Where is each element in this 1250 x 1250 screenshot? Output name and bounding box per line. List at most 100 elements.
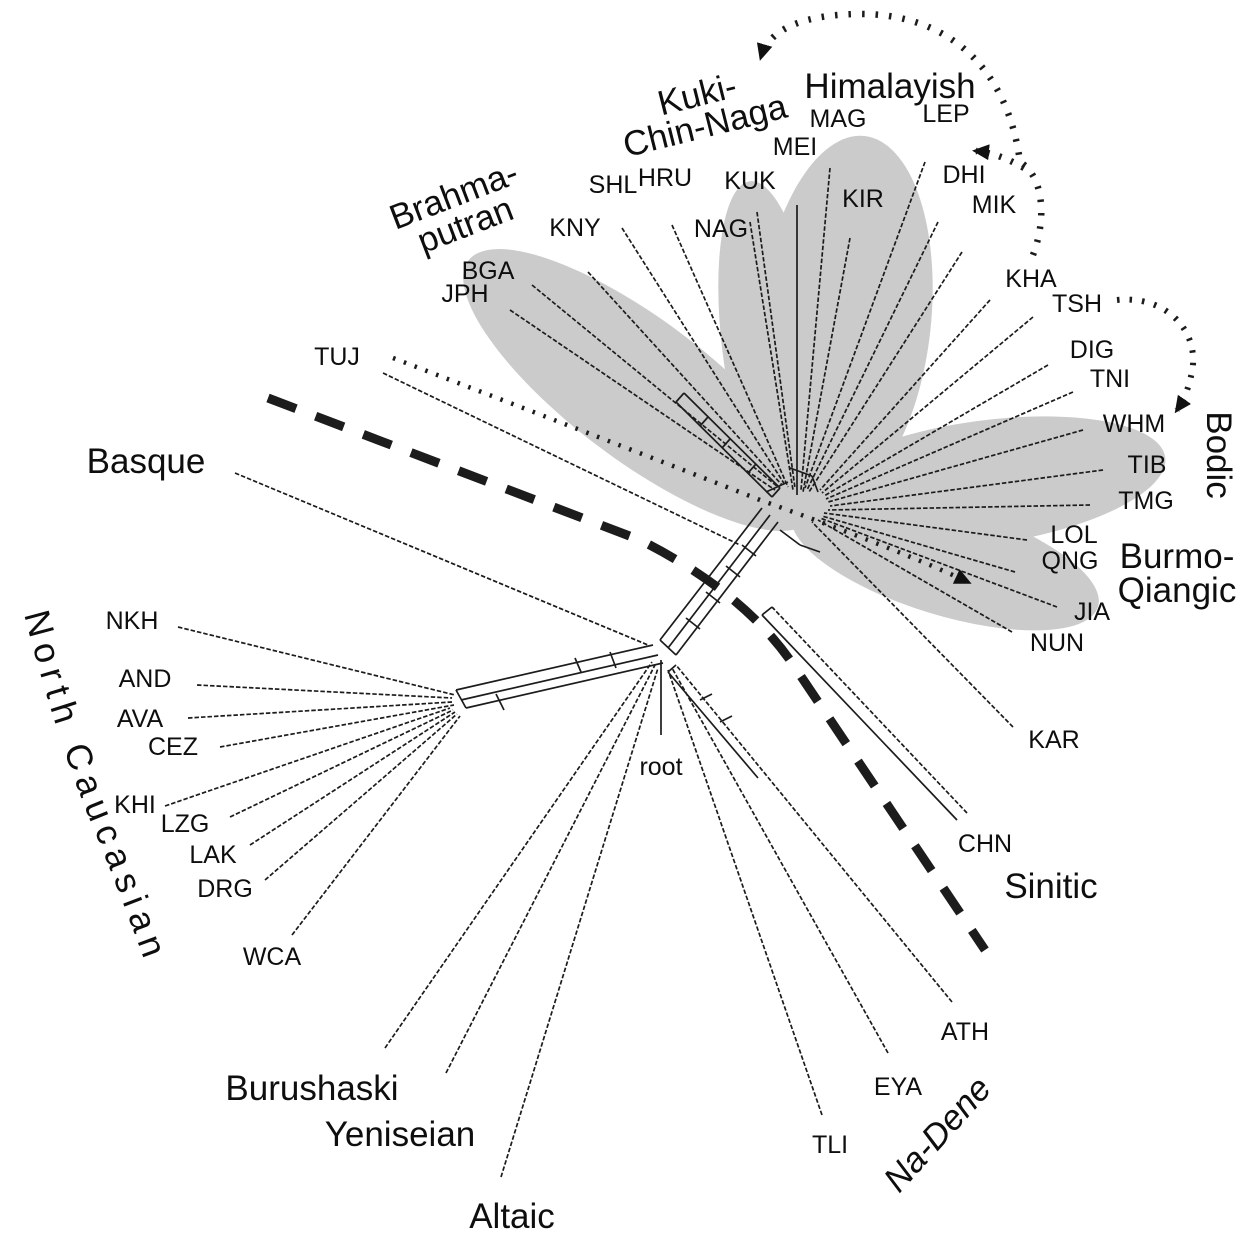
network-edge (799, 544, 821, 553)
network-edge (495, 693, 505, 711)
network-edge (771, 606, 968, 814)
leaf-label-DIG: DIG (1070, 336, 1114, 364)
network-edge (659, 639, 677, 656)
network-edge (683, 392, 781, 489)
network-edge (455, 689, 467, 709)
network-edge (675, 392, 685, 403)
network-edge (659, 507, 763, 641)
network-edge (574, 657, 582, 673)
network-edge (671, 667, 889, 1054)
network-edge (609, 651, 617, 669)
leaf-label-EYA: EYA (874, 1073, 922, 1101)
network-edge (765, 481, 789, 493)
group-label-basque: Basque (87, 442, 206, 481)
network-edge (699, 416, 709, 427)
network-edge (725, 565, 741, 578)
leaf-label-JPH: JPH (441, 280, 488, 308)
network-edge (229, 709, 454, 818)
network-edge (811, 521, 1014, 728)
group-label-burushaski: Burushaski (225, 1069, 398, 1108)
cluster-petal (463, 249, 817, 531)
network-edge (465, 662, 664, 709)
network-edge (187, 701, 453, 719)
leaf-label-QNG: QNG (1042, 547, 1099, 575)
leaf-label-NUN: NUN (1030, 629, 1084, 657)
network-edge (675, 521, 779, 656)
network-edge (460, 654, 659, 701)
leaf-label-KIR: KIR (842, 185, 884, 213)
leaf-label-KAR: KAR (1028, 726, 1079, 754)
network-edge (779, 529, 801, 546)
network-edge (819, 517, 1058, 608)
leaf-label-LAK: LAK (189, 841, 237, 869)
network-edge (234, 472, 649, 646)
network-edge (667, 514, 771, 649)
network-edge (819, 299, 991, 491)
leaf-label-NAG: NAG (694, 215, 748, 243)
network-edge (817, 519, 1013, 633)
network-edge (264, 713, 458, 881)
network-edge (667, 664, 677, 673)
leaf-label-BGA: BGA (462, 257, 515, 285)
leaf-label-AVA: AVA (117, 705, 164, 733)
group-label-brahmaputran: Brahma-putran (384, 153, 535, 267)
network-edge (455, 644, 654, 691)
network-edge (825, 391, 1074, 500)
leaf-label-WHM: WHM (1103, 410, 1165, 438)
network-edge (587, 271, 783, 486)
leaf-label-TLI: TLI (812, 1131, 848, 1159)
group-label-altaic: Altaic (469, 1197, 555, 1236)
network-edge (500, 667, 659, 1178)
leaf-label-LEP: LEP (922, 100, 969, 128)
network-edge (719, 715, 733, 723)
leaf-label-root: root (639, 753, 682, 781)
group-label-north-caucasian: North Caucasian (16, 606, 177, 969)
network-edge (761, 606, 773, 616)
network-edge (667, 669, 823, 1116)
leaf-label-LOL: LOL (1050, 521, 1097, 549)
network-edge (756, 211, 796, 489)
group-label-bodic: Bodic (1199, 411, 1238, 499)
leaf-label-TMG: TMG (1118, 487, 1174, 515)
network-edge (177, 626, 456, 696)
network-edge (675, 401, 773, 498)
network-edge (741, 544, 757, 557)
cluster-petals (463, 135, 1166, 631)
leaf-label-LZG: LZG (161, 810, 210, 838)
network-edge (699, 693, 713, 701)
network-edge (249, 711, 456, 846)
network-edge (827, 429, 1084, 503)
leaf-label-TNI: TNI (1090, 365, 1130, 393)
network-edge (789, 467, 813, 477)
divider-dashed-line (266, 393, 989, 953)
group-label-line: Qiangic (1118, 571, 1237, 610)
network-edge (721, 438, 731, 449)
network-edge (382, 372, 741, 546)
leaf-label-CHN: CHN (958, 830, 1012, 858)
divider-dashed-line (266, 393, 989, 953)
network-edge (445, 664, 656, 1074)
leaf-label-HRU: HRU (638, 164, 692, 192)
network-edge (219, 704, 455, 748)
network-edge (821, 515, 1016, 573)
leaf-label-NKH: NKH (106, 607, 159, 635)
network-edge (705, 591, 721, 604)
network-edge (531, 284, 779, 488)
leaf-label-CEZ: CEZ (148, 733, 198, 761)
network-edge (291, 715, 461, 936)
group-label-north-caucasian-text: North Caucasian (16, 606, 170, 969)
group-label-yeniseian: Yeniseian (325, 1115, 476, 1154)
leaf-label-SHL: SHL (589, 171, 638, 199)
contact-arrow-tuj-to-burmo-qiangic (392, 355, 972, 585)
group-label-himalayish: Himalayish (804, 67, 975, 106)
cluster-petal (791, 489, 1099, 631)
group-label-line: Burmo- (1120, 537, 1235, 576)
network-edge (808, 251, 963, 493)
network-edge (384, 661, 653, 1049)
leaf-label-KNY: KNY (549, 214, 601, 242)
network-edge (667, 671, 759, 779)
network-edge (196, 684, 453, 699)
leaf-label-WCA: WCA (243, 943, 302, 971)
network-edge (823, 512, 1028, 541)
leaf-label-DHI: DHI (942, 161, 985, 189)
